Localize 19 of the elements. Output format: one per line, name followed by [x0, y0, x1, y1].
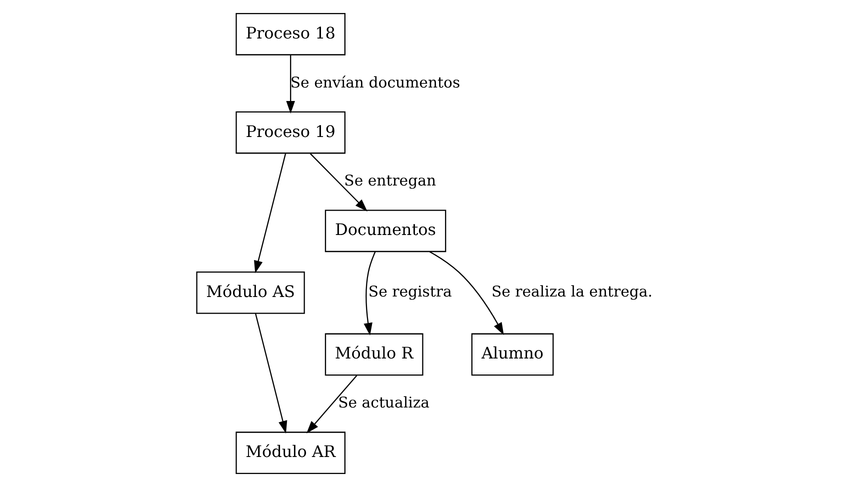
arrow — [254, 312, 287, 433]
edge-label: Se entregan — [344, 171, 436, 190]
node-box: Módulo R — [324, 332, 423, 376]
edge-label: Se envían documentos — [290, 72, 460, 91]
node-box: Documentos — [324, 209, 446, 252]
edge-label: Se realiza la entrega. — [490, 282, 652, 300]
edge-label: Se actualiza — [338, 393, 430, 412]
arrow — [309, 152, 367, 211]
arrow — [306, 374, 357, 433]
edge-label: Se registra — [368, 282, 452, 300]
node-box: Módulo AS — [196, 271, 304, 314]
node-box: Alumno — [470, 332, 554, 376]
node-box: Proceso 18 — [235, 12, 345, 55]
arrow — [363, 251, 376, 335]
node-box: Proceso 19 — [235, 110, 345, 154]
arrow — [254, 152, 286, 273]
arrow — [286, 54, 294, 114]
arrow — [428, 250, 504, 335]
node-box: Módulo AR — [235, 431, 345, 474]
